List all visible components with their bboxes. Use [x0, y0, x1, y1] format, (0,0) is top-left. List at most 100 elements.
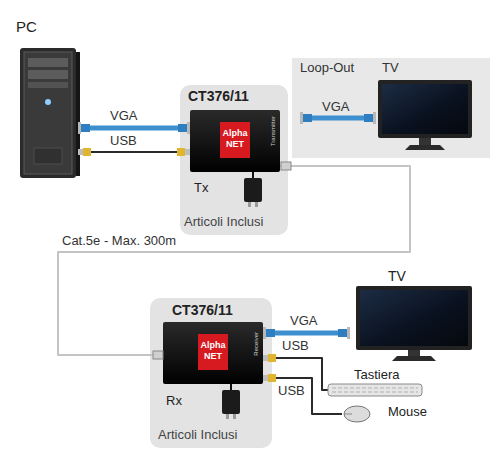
usb-plug [78, 148, 91, 156]
vga-cable [78, 126, 190, 131]
device-name: PC [16, 18, 37, 35]
drive-bay [28, 82, 68, 88]
plug-face [263, 375, 268, 381]
device-name: TV [388, 268, 406, 284]
keyboard-node: Tastiera [328, 368, 428, 398]
transmitter-box: Alpha NET Transmitter [190, 110, 280, 172]
monitor-frame [378, 80, 472, 138]
pc-tower [20, 48, 80, 178]
mouse-button [344, 414, 352, 415]
device-name: Tastiera [354, 368, 400, 383]
monitor [356, 286, 472, 361]
tower-body [20, 48, 76, 178]
vga-plug [78, 122, 90, 134]
vga-plug [338, 327, 350, 339]
cable-label: VGA [290, 314, 317, 329]
plug-body [364, 114, 373, 122]
cable-line [300, 116, 376, 121]
product-panel: Alpha NET Receiver CT376/11RxArticoli Incl… [150, 298, 272, 448]
usb-cable [78, 151, 190, 153]
adapter-pin [248, 202, 251, 207]
rj45-plug [153, 351, 163, 359]
mouse-node: Mouse [342, 402, 442, 426]
cable-label: VGA [322, 100, 349, 115]
usb-cable [263, 378, 342, 414]
tower-side [76, 52, 80, 176]
adapter-pin [226, 414, 229, 419]
plug-face [185, 149, 190, 155]
monitor-frame [356, 286, 472, 350]
receiver-box: Alpha NET Receiver [163, 322, 263, 384]
vga-plug [178, 122, 190, 134]
vga-cable [263, 331, 350, 336]
model-number: CT376/11 [188, 88, 249, 104]
plug-body [281, 162, 291, 170]
cable-label: USB [110, 134, 137, 149]
keyboard-keys [332, 388, 418, 389]
brand-logo: Alpha NET [198, 334, 228, 370]
panel-caption: Articoli Inclusi [158, 428, 237, 443]
plug-body [81, 124, 90, 132]
adapter-pin [233, 414, 236, 419]
device-name: TV [382, 61, 399, 76]
plug-body [153, 351, 163, 359]
tower-front [24, 52, 72, 174]
cable-label: VGA [110, 109, 137, 124]
adapter-pin [255, 202, 258, 207]
model-number: CT376/11 [172, 302, 233, 318]
loop-out-panel: Loop-OutTV [292, 58, 490, 158]
plug-body [268, 354, 276, 362]
adapter-body [222, 390, 240, 414]
usb-plug [263, 354, 276, 362]
monitor-neck [408, 350, 420, 356]
monitor-base [405, 145, 445, 150]
plug-face [347, 327, 350, 339]
monitor-screen [382, 84, 468, 134]
power-button [45, 99, 51, 105]
monitor-neck [419, 138, 431, 145]
power-adapter [244, 172, 262, 207]
mouse [344, 406, 370, 422]
plug-face [263, 355, 268, 361]
adapter-body [244, 178, 262, 202]
plug-body [83, 148, 91, 156]
cable-label: Cat.5e - Max. 300m [62, 234, 176, 249]
drive-bay [28, 70, 68, 79]
keyboard-keys [332, 392, 418, 393]
plug-face [300, 112, 303, 124]
monitor-screen [360, 290, 468, 346]
plug-body [178, 124, 187, 132]
plug-body [266, 329, 275, 337]
brand-logo: Alpha NET [220, 122, 250, 158]
plug-body [303, 114, 312, 122]
plug-face [373, 112, 376, 124]
unit-name: Rx [166, 394, 182, 409]
product-panel: Alpha NETTransmitterCT376/11TxArticoli I… [180, 85, 288, 235]
usb-plug [263, 374, 276, 382]
usb-plug [177, 148, 190, 156]
cable-label: USB [278, 384, 305, 399]
plug-face [78, 149, 83, 155]
plug-face [187, 122, 190, 134]
unit-marking: Transmitter [270, 116, 277, 146]
adapter-cord [252, 172, 254, 178]
tower-vent [34, 148, 62, 164]
plug-body [268, 374, 276, 382]
monitor-node: TV [350, 268, 475, 363]
keyboard [328, 384, 422, 396]
unit-name: Tx [194, 181, 208, 196]
rj45-plug [281, 162, 291, 170]
plug-body [338, 329, 347, 337]
power-adapter [222, 384, 240, 419]
mouse-body [344, 406, 370, 422]
drive-bay [28, 58, 68, 67]
keyboard-body [328, 384, 422, 396]
unit-marking: Receiver [253, 332, 260, 356]
plug-face [263, 327, 266, 339]
monitor [378, 80, 472, 150]
device-name: Mouse [388, 405, 427, 420]
